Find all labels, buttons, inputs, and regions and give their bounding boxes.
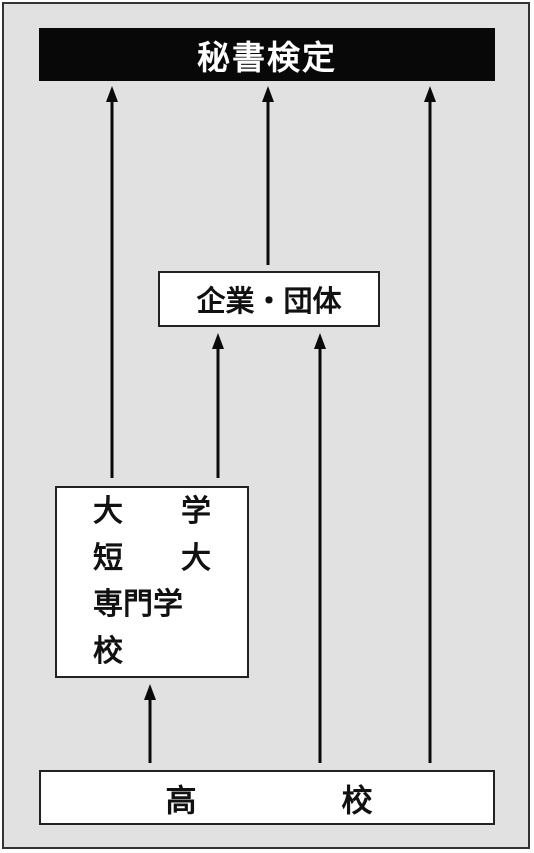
junior-college-char: 大 [181,540,211,576]
vocational-school-label: 専門学校 [93,587,183,669]
highschool-char: 校 [341,783,373,819]
university-char: 大 [93,494,123,529]
university-box: 大 学 短 大 専門学校 [55,486,249,678]
company-label: 企業・団体 [196,284,342,318]
highschool-box: 高 校 [39,770,495,825]
junior-college-char: 短 [93,540,123,576]
company-box: 企業・団体 [158,271,380,327]
university-char: 学 [181,494,211,529]
goal-label: 秘書検定 [197,37,337,77]
junior-college-line: 短 大 [93,536,211,583]
university-line: 大 学 [93,489,211,536]
goal-box: 秘書検定 [39,28,495,81]
highschool-char: 高 [165,783,197,819]
vocational-school-line: 専門学校 [93,582,211,675]
